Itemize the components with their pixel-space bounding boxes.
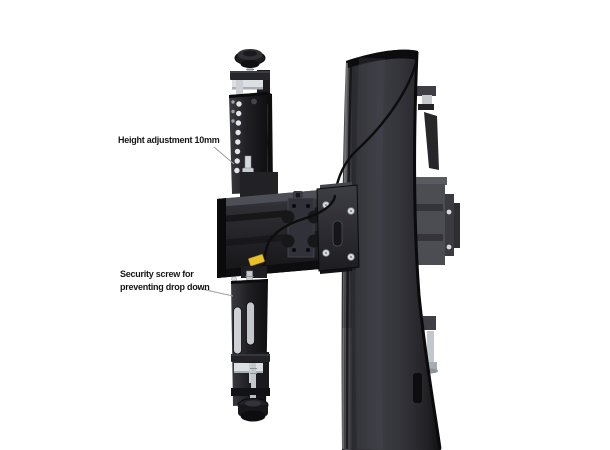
annotation-security-screw-line1: Security screw for (120, 269, 194, 279)
tv-plate (281, 191, 321, 258)
leader-line-height-adjustment (213, 146, 235, 165)
cable-tag-icon (248, 253, 265, 267)
pole-clip (413, 373, 422, 403)
annotation-height-adjustment: Height adjustment 10mm (118, 135, 220, 145)
power-cable-lower (248, 194, 337, 268)
upper-arm (229, 92, 278, 198)
slot (246, 301, 255, 346)
annotation-security-screw-line2: preventing drop down (120, 282, 210, 292)
plate-screws-icon (322, 201, 355, 261)
leader-line-security-screw (196, 287, 234, 297)
power-cable-upper (333, 61, 418, 198)
rear-screw-icon (446, 209, 452, 215)
annotation-security-screw: Security screw for preventing drop down (120, 268, 210, 294)
pole-clamp-plate (316, 182, 360, 274)
height-adjustment-holes (234, 101, 242, 174)
bottom-clamp-screw (231, 352, 270, 422)
slot (233, 306, 242, 355)
